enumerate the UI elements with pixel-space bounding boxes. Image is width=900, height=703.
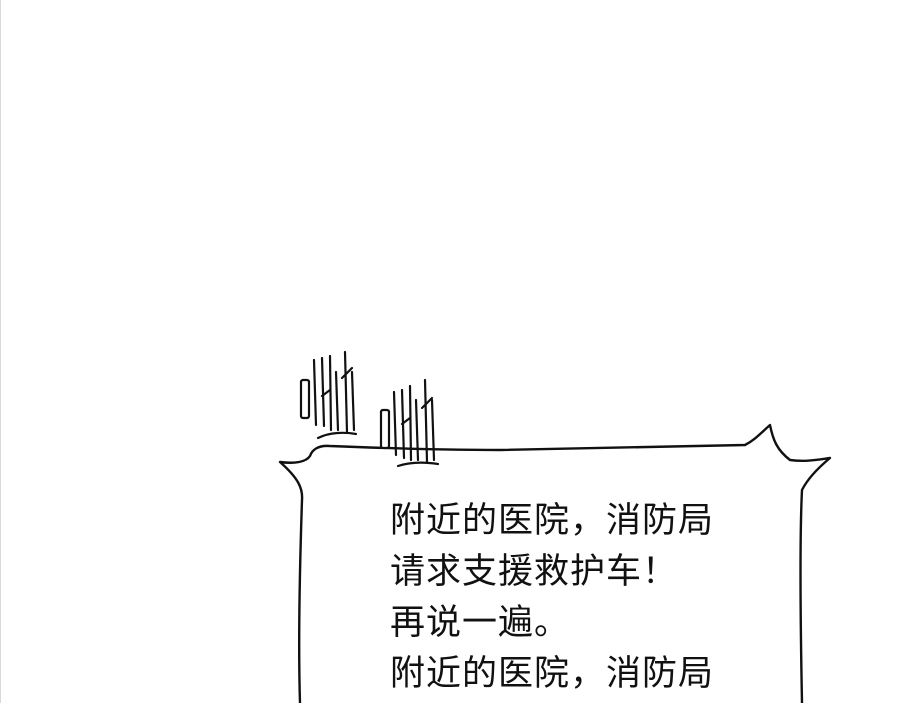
dialogue-line-2: 请求支援救护车！ [390,552,679,592]
dialogue-line-4: 附近的医院，消防局 [390,654,715,694]
speech-bubble-text: 附近的医院，消防局 请求支援救护车！ 再说一遍。 附近的医院，消防局 [390,496,810,700]
panel-border-left [0,0,1,703]
dialogue-line-3: 再说一遍。 [390,603,571,643]
dialogue-line-1: 附近的医院，消防局 [390,501,715,541]
